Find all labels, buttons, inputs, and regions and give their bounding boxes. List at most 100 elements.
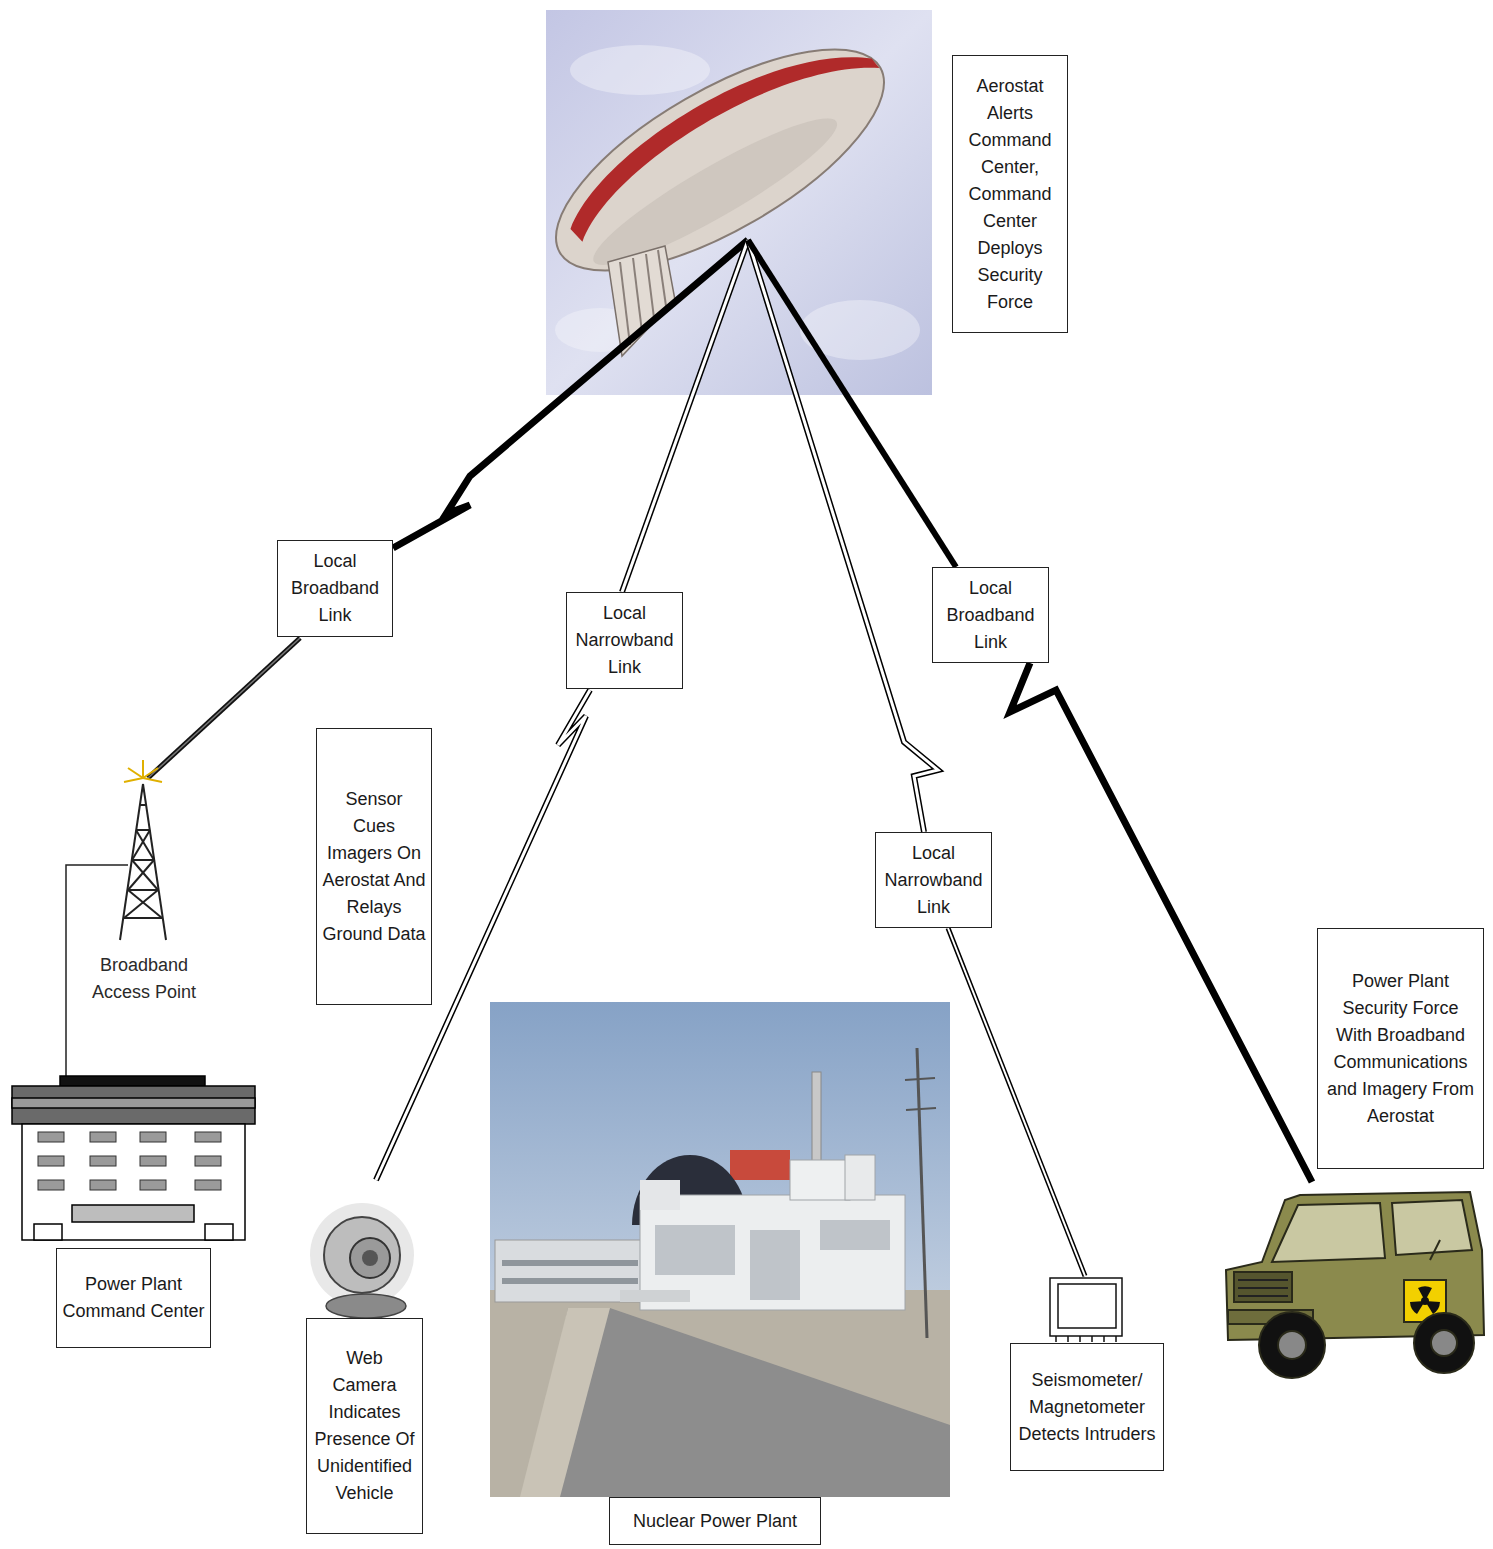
sensor-icon-part xyxy=(1058,1284,1116,1328)
box-text: Power Plant Command Center xyxy=(62,1271,205,1325)
power-plant-photo-part-part xyxy=(502,1278,638,1284)
building-icon-part xyxy=(38,1132,221,1190)
building-icon-part-part xyxy=(195,1132,221,1142)
sensor-icon xyxy=(1050,1278,1122,1342)
power-plant-photo-part xyxy=(905,1078,935,1080)
building-icon-part-part xyxy=(195,1156,221,1166)
building-icon-part-part xyxy=(140,1180,166,1190)
box-text: Aerostat Alerts Command Center, Command … xyxy=(958,73,1062,316)
aerostat-picture-part xyxy=(570,45,710,95)
link-lines-part xyxy=(1010,663,1312,1182)
sensor-icon-part xyxy=(1115,1336,1117,1342)
building-icon xyxy=(12,1076,255,1240)
antenna-tower-part-part xyxy=(124,778,143,782)
antenna-tower-part-part xyxy=(128,768,143,778)
antenna-tower-part xyxy=(143,784,166,940)
building-icon-part-part xyxy=(90,1156,116,1166)
box-text: Local Broadband Link xyxy=(938,575,1043,656)
security-vehicle-part xyxy=(1238,1295,1288,1297)
antenna-tower-part xyxy=(124,760,162,782)
antenna-tower-part xyxy=(128,860,154,890)
security-vehicle-part xyxy=(1410,1301,1425,1314)
box-text: Web Camera Indicates Presence Of Unident… xyxy=(312,1345,417,1507)
power-plant-photo-part xyxy=(906,1108,936,1110)
building-icon-part-part xyxy=(90,1180,116,1190)
power-plant-photo-part-part xyxy=(750,1230,800,1300)
security-vehicle-part xyxy=(1238,1287,1288,1289)
power-plant-photo-part xyxy=(490,1290,950,1497)
box-text: Local Narrowband Link xyxy=(881,840,986,921)
text-box: Local Broadband Link xyxy=(932,567,1049,663)
antenna-tower-part xyxy=(132,830,150,860)
web-camera-icon-part xyxy=(350,1238,390,1278)
link-lines-part xyxy=(622,240,748,592)
link-lines-part xyxy=(748,240,938,832)
box-text: Sensor Cues Imagers On Aerostat And Rela… xyxy=(322,786,426,948)
aerostat-picture-part xyxy=(608,246,675,356)
power-plant-photo-part-part xyxy=(502,1260,638,1266)
antenna-tower-part-part xyxy=(142,760,144,778)
antenna-tower-part xyxy=(132,859,154,861)
security-vehicle-part xyxy=(1425,1301,1440,1314)
text-box: Web Camera Indicates Presence Of Unident… xyxy=(306,1318,423,1534)
building-icon-part-part xyxy=(140,1156,166,1166)
security-vehicle-part xyxy=(1418,1286,1432,1301)
web-camera-icon-part xyxy=(310,1203,414,1307)
web-camera-icon-part xyxy=(324,1217,400,1293)
building-icon-part xyxy=(12,1086,255,1124)
power-plant-photo-part xyxy=(620,1290,690,1302)
antenna-tower-part xyxy=(128,889,158,891)
web-camera-icon-part xyxy=(362,1250,378,1266)
power-plant-photo-part xyxy=(640,1180,680,1210)
security-vehicle-part xyxy=(1392,1200,1472,1255)
text-box: Local Narrowband Link xyxy=(566,592,683,689)
antenna-tower-part xyxy=(136,829,150,831)
power-plant-photo-part xyxy=(520,1308,610,1497)
antenna-tower xyxy=(66,760,166,1076)
sensor-icon-part xyxy=(1103,1336,1105,1342)
building-icon-part xyxy=(22,1124,245,1240)
security-vehicle xyxy=(1226,1192,1484,1378)
sensor-icon-part xyxy=(1091,1336,1093,1342)
link-lines-part xyxy=(748,240,938,832)
antenna-tower-part xyxy=(120,784,143,940)
antenna-tower-part xyxy=(132,860,158,890)
text-box: Local Broadband Link xyxy=(277,540,393,637)
building-icon-part xyxy=(34,1224,62,1240)
box-text: Local Broadband Link xyxy=(283,548,387,629)
aerostat-picture-part-part xyxy=(581,100,848,283)
power-plant-photo-part-part xyxy=(655,1225,735,1275)
building-icon-part-part xyxy=(90,1132,116,1142)
power-plant-photo xyxy=(490,1002,950,1497)
text-box: Seismometer/ Magnetometer Detects Intrud… xyxy=(1010,1343,1164,1471)
link-lines-part xyxy=(948,928,1085,1276)
power-plant-photo-part xyxy=(917,1048,927,1338)
building-icon-part xyxy=(205,1224,233,1240)
power-plant-photo-part-part xyxy=(820,1220,890,1250)
antenna-tower-part xyxy=(124,890,158,918)
link-lines-part xyxy=(622,240,748,592)
power-plant-photo-part xyxy=(490,1002,950,1497)
power-plant-photo-part xyxy=(502,1260,638,1284)
security-vehicle-part xyxy=(1259,1312,1325,1378)
box-text: Power Plant Security Force With Broadban… xyxy=(1323,968,1478,1130)
aerostat-picture-part xyxy=(546,10,932,395)
security-vehicle-part xyxy=(1431,1330,1457,1356)
building-icon-part-part xyxy=(38,1156,64,1166)
aerostat-picture xyxy=(525,7,932,395)
power-plant-photo-part xyxy=(730,1150,790,1180)
antenna-tower-part xyxy=(124,917,162,919)
text-box: Power Plant Command Center xyxy=(56,1248,211,1348)
security-vehicle-part xyxy=(1414,1313,1474,1373)
sensor-icon-part xyxy=(1079,1336,1081,1342)
antenna-tower-part xyxy=(140,804,146,806)
aerostat-picture-part xyxy=(646,254,654,318)
antenna-tower-part xyxy=(128,890,162,918)
building-icon-part xyxy=(60,1076,205,1086)
sensor-icon-part xyxy=(1050,1278,1122,1336)
link-lines-part xyxy=(948,928,1085,1276)
building-icon-part xyxy=(72,1205,194,1222)
box-text: Nuclear Power Plant xyxy=(633,1508,797,1535)
power-plant-photo-part xyxy=(655,1220,890,1300)
